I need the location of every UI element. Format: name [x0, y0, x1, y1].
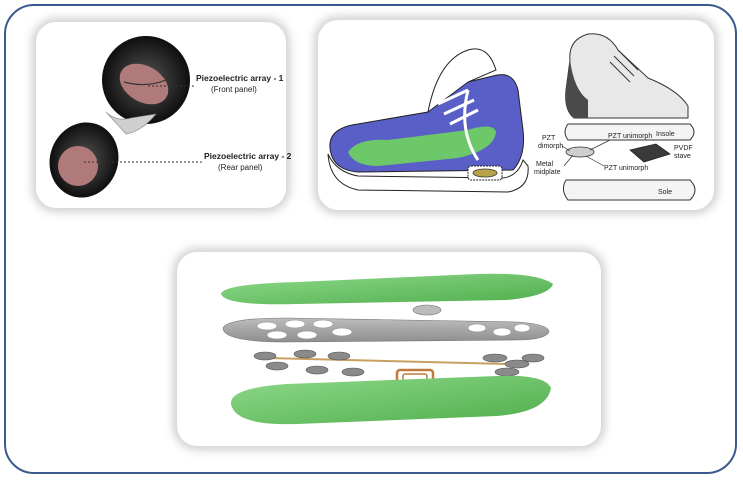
label-pzt-unimorph-bottom: PZT unimorph — [604, 165, 648, 172]
label-pzt-unimorph-top: PZT unimorph — [608, 133, 652, 140]
label-pvdf-line2: stave — [674, 153, 691, 160]
bottom-insole-layer — [230, 375, 551, 425]
insole-layer — [564, 123, 695, 141]
label-insole: Insole — [656, 131, 675, 138]
grey-shoe-heel — [565, 60, 588, 118]
label-rear-line2: (Rear panel) — [218, 163, 263, 172]
blue-shoe-sole — [327, 153, 529, 193]
label-pvdf-line1: PVDF — [674, 145, 693, 152]
exploded-insole-illustration — [221, 273, 553, 425]
panel-sole-piezo-arrays: Piezoelectric array - 1 (Front panel) Pi… — [36, 22, 292, 208]
label-front-line1: Piezoelectric array - 1 — [196, 73, 284, 83]
sole-arch — [105, 111, 157, 135]
shoe-tongue — [427, 48, 497, 114]
shoe-laces — [437, 88, 480, 161]
label-pzt-dimorph-line2: dimorph — [538, 143, 563, 150]
sole-layer — [562, 179, 696, 201]
top-disc — [412, 304, 442, 316]
circuit-trace — [266, 357, 508, 365]
label-sole: Sole — [658, 189, 672, 196]
rear-piezo-pad — [58, 146, 98, 186]
shoe-layers-illustration: Insole PZT dimorph PZT unimorph Metal mi… — [327, 33, 696, 201]
label-front-line2: (Front panel) — [211, 85, 257, 94]
sole-illustration: Piezoelectric array - 1 (Front panel) Pi… — [49, 36, 292, 198]
label-metal-line2: midplate — [534, 169, 561, 176]
pzt-dimorph — [565, 146, 595, 158]
pvdf-stave — [629, 143, 671, 163]
panel-shoe-layers: Insole PZT dimorph PZT unimorph Metal mi… — [318, 20, 714, 210]
label-metal-line1: Metal — [536, 161, 554, 168]
panel-exploded-insole — [177, 252, 601, 446]
label-rear-line1: Piezoelectric array - 2 — [204, 151, 292, 161]
label-pzt-dimorph-line1: PZT — [542, 135, 556, 142]
top-insole-layer — [221, 273, 553, 305]
green-insole-region — [348, 126, 496, 166]
piezo-discs — [253, 349, 545, 377]
plate-holes — [256, 319, 531, 340]
